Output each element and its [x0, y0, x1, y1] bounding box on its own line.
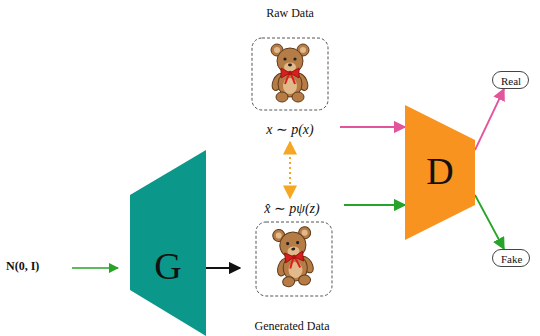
- data-caption: Generated Data: [240, 319, 344, 334]
- arrow-connector: [475, 195, 504, 249]
- trapezoid-shape: [405, 105, 475, 240]
- arrow-connector: [344, 204, 405, 206]
- teddy-bear: [271, 226, 318, 288]
- data-caption: Raw Data: [240, 6, 340, 21]
- generator-block: G: [130, 150, 206, 336]
- output-label: Fake: [492, 249, 530, 267]
- trapezoid-shape: [130, 150, 206, 336]
- teddy-bear: [270, 44, 311, 102]
- discriminator-block: D: [405, 105, 475, 240]
- noise-label: N(0, I): [6, 259, 39, 274]
- output-text: Real: [501, 75, 521, 87]
- noise-arrow: [72, 267, 118, 269]
- math-label: x̂ ∼ pψ(z): [240, 200, 344, 217]
- block-letter: D: [405, 151, 475, 191]
- block-letter: G: [130, 246, 206, 286]
- math-label: x ∼ p(x): [240, 121, 340, 138]
- arrow-connector: [289, 142, 291, 198]
- generated-data-group: x̂ ∼ pψ(z) Generated Data: [240, 198, 344, 334]
- output-text: Fake: [501, 253, 522, 265]
- data-frame: [252, 38, 328, 110]
- arrow-connector: [340, 126, 405, 128]
- raw-data-group: Raw Data x ∼ p(x): [240, 4, 340, 142]
- output-label: Real: [492, 71, 529, 89]
- trapezoid-shape: [130, 150, 206, 336]
- arrow-connector: [206, 267, 240, 269]
- data-frame: [256, 222, 332, 296]
- arrow-connector: [475, 89, 504, 150]
